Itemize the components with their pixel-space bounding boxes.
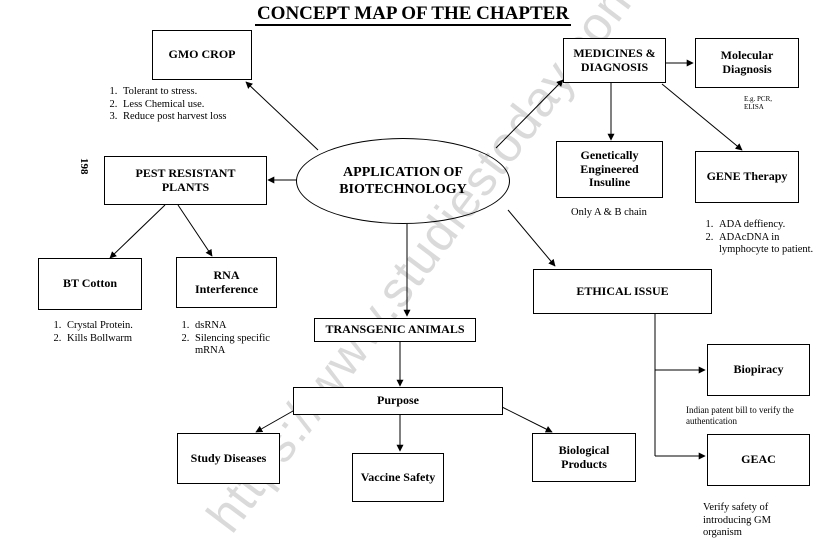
arrow-to-gene-therapy <box>661 83 743 151</box>
pest-line1: PEST RESISTANT <box>135 165 236 180</box>
study-diseases-node: Study Diseases <box>177 433 280 484</box>
arrow-to-medicines <box>495 79 564 149</box>
insuline-line3: Insuline <box>588 175 631 190</box>
insuline-note: Only A & B chain <box>571 207 647 218</box>
rna-interference-notes: dsRNA Silencing specific mRNA <box>172 320 300 358</box>
molecular-diagnosis-node: Molecular Diagnosis <box>695 38 799 88</box>
medicines-line1: MEDICINES & <box>573 45 656 60</box>
rna-point-1: dsRNA <box>192 320 300 333</box>
geac-label: GEAC <box>741 452 776 467</box>
purpose-node: Purpose <box>293 387 503 415</box>
gene-therapy-label: GENE Therapy <box>706 169 788 184</box>
arrow-to-ethical-issue <box>507 209 556 267</box>
study-diseases-label: Study Diseases <box>190 450 267 465</box>
page-number: 198 <box>78 158 90 175</box>
molecular-line2: Diagnosis <box>722 62 772 76</box>
arrow-to-rna-interference <box>177 204 213 257</box>
genetically-engineered-insuline-node: Genetically Engineered Insuline <box>556 141 663 198</box>
biopiracy-note: Indian patent bill to verify the authent… <box>686 405 794 426</box>
biopiracy-label: Biopiracy <box>733 362 784 377</box>
rna-interference-node: RNA Interference <box>176 257 277 308</box>
medicines-diagnosis-node: MEDICINES & DIAGNOSIS <box>563 38 666 83</box>
gene-therapy-node: GENE Therapy <box>695 151 799 203</box>
bt-cotton-notes: Crystal Protein. Kills Bollwarm <box>44 320 174 345</box>
gmo-point-3: Reduce post harvest loss <box>120 111 250 124</box>
arrow-to-biological-products <box>501 406 553 433</box>
geac-note: Verify safety of introducing GM organism <box>703 502 771 539</box>
page-title: CONCEPT MAP OF THE CHAPTER <box>254 3 572 26</box>
gmo-point-1: Tolerant to stress. <box>120 86 250 99</box>
center-node-application-of-biotechnology: APPLICATION OF BIOTECHNOLOGY <box>296 138 510 224</box>
molecular-line1: Molecular <box>720 48 774 63</box>
ethical-issue-node: ETHICAL ISSUE <box>533 269 712 314</box>
center-node-line2: BIOTECHNOLOGY <box>339 182 467 197</box>
vaccine-safety-node: Vaccine Safety <box>352 453 444 502</box>
arrow-to-study-diseases <box>255 406 301 433</box>
gene-therapy-point-2: ADAcDNA in lymphocyte to patient. <box>716 232 820 257</box>
transgenic-animals-node: TRANSGENIC ANIMALS <box>314 318 476 342</box>
insuline-line2: Engineered <box>580 161 639 176</box>
bt-cotton-label: BT Cotton <box>62 276 118 291</box>
rna-line2: Interference <box>194 281 259 296</box>
center-node-line1: APPLICATION OF <box>343 164 463 180</box>
vaccine-safety-label: Vaccine Safety <box>360 469 436 484</box>
transgenic-label: TRANSGENIC ANIMALS <box>325 322 465 337</box>
gmo-crop-node: GMO CROP <box>152 30 252 80</box>
biological-line1: Biological <box>558 442 610 457</box>
arrow-to-bt-cotton <box>109 204 166 259</box>
pest-resistant-plants-node: PEST RESISTANT PLANTS <box>104 156 267 205</box>
gmo-crop-notes: Tolerant to stress. Less Chemical use. R… <box>100 86 250 124</box>
ethical-issue-label: ETHICAL ISSUE <box>576 283 669 298</box>
purpose-label: Purpose <box>377 393 419 408</box>
gmo-crop-label: GMO CROP <box>168 47 236 62</box>
biological-line2: Products <box>561 456 607 471</box>
bt-point-2: Kills Bollwarm <box>64 333 174 346</box>
rna-point-2: Silencing specific mRNA <box>192 333 300 358</box>
medicines-line2: DIAGNOSIS <box>580 59 649 74</box>
insuline-line1: Genetically <box>580 147 639 162</box>
rna-line1: RNA <box>213 267 240 282</box>
molecular-diagnosis-note: E.g. PCR, ELISA <box>744 95 773 111</box>
biological-products-node: Biological Products <box>532 433 636 482</box>
gene-therapy-point-1: ADA deffiency. <box>716 219 820 232</box>
bt-cotton-node: BT Cotton <box>38 258 142 310</box>
bt-point-1: Crystal Protein. <box>64 320 174 333</box>
gene-therapy-notes: ADA deffiency. ADAcDNA in lymphocyte to … <box>696 219 820 257</box>
pest-line2: PLANTS <box>161 179 210 194</box>
gmo-point-2: Less Chemical use. <box>120 99 250 112</box>
arrow-to-gmo-crop <box>245 81 319 151</box>
geac-node: GEAC <box>707 434 810 486</box>
biopiracy-node: Biopiracy <box>707 344 810 396</box>
